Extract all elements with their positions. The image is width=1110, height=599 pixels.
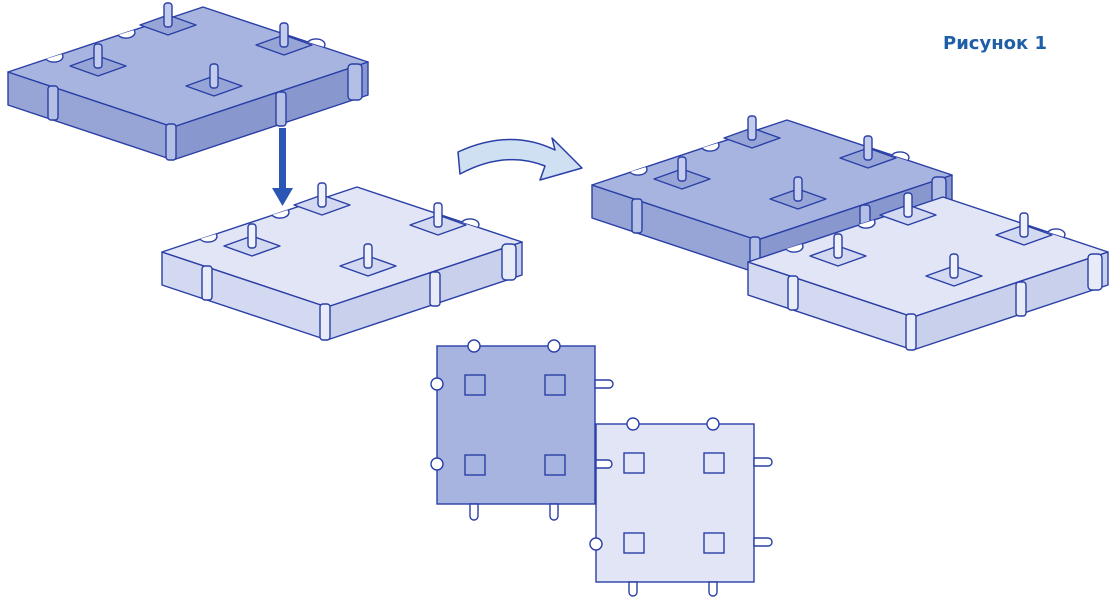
down-arrow-icon [272, 128, 293, 206]
tile-flat-light [589, 417, 773, 597]
tile-3d-top-left [7, 2, 369, 161]
figure-title: Рисунок 1 [943, 33, 1048, 54]
curved-arrow-icon [457, 137, 583, 181]
tile-flat-dark [430, 339, 614, 521]
tile-3d-bottom-left [161, 182, 523, 341]
